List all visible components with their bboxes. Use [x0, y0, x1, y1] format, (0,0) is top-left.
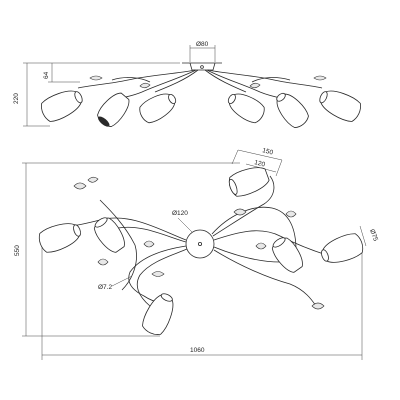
- side-shade: [41, 90, 83, 122]
- top-arm: [213, 230, 331, 257]
- top-leaf: [151, 271, 165, 277]
- top-leaf: [255, 242, 267, 250]
- side-shade: [139, 93, 177, 124]
- top-arm: [213, 249, 317, 307]
- top-shade-diameter-label: Ø75: [368, 228, 379, 242]
- shade-diameter-dim-line: [359, 225, 367, 247]
- top-leaf: [73, 182, 87, 190]
- side-shade: [319, 90, 361, 122]
- shade-length-ext-right: [275, 159, 283, 177]
- top-arm: [99, 199, 137, 291]
- top-shade: [93, 217, 125, 253]
- top-leaf: [233, 208, 247, 216]
- top-shade-length-label: 150: [262, 147, 275, 157]
- side-canopy-diameter-label: Ø80: [196, 41, 209, 48]
- top-leaf: [87, 176, 99, 183]
- side-arm-left-1: [77, 69, 196, 89]
- top-height-label: 550: [14, 245, 21, 256]
- side-leaf: [89, 75, 103, 81]
- side-arm-left-3: [154, 69, 199, 93]
- side-shade: [276, 92, 309, 128]
- top-leaf: [97, 258, 109, 266]
- top-shade-inner-label: 120: [254, 159, 267, 169]
- side-arm-tendril-left: [111, 77, 151, 83]
- top-arm: [136, 248, 188, 307]
- side-canopy-height-label: 64: [43, 71, 50, 79]
- top-shade: [38, 223, 81, 253]
- shade-inner-dim-line: [245, 163, 277, 173]
- side-arm-right-2: [206, 69, 291, 101]
- top-canopy-center: [197, 241, 202, 246]
- top-shade: [321, 233, 364, 263]
- side-leaf: [313, 75, 327, 81]
- top-view: 550 1060 Ø120 Ø7.2: [14, 147, 379, 360]
- side-arm-right-3: [204, 69, 247, 93]
- top-arm: [69, 217, 187, 241]
- top-arm-diameter-label: Ø7.2: [98, 284, 112, 291]
- side-shade: [97, 92, 130, 127]
- top-arm: [211, 206, 297, 251]
- top-leaf: [285, 210, 297, 218]
- top-arm: [117, 226, 187, 243]
- shade-length-ext-left: [231, 149, 239, 165]
- side-shade: [227, 93, 265, 124]
- top-shade: [142, 293, 174, 335]
- side-view: Ø80: [13, 41, 361, 128]
- top-leaf: [311, 302, 325, 310]
- side-height-label: 220: [13, 93, 20, 104]
- side-arm-right-1: [207, 69, 323, 89]
- top-shade: [271, 237, 303, 273]
- side-leaf: [249, 82, 261, 89]
- top-canopy: [185, 229, 215, 259]
- side-arm-tendril-right: [251, 77, 291, 83]
- top-shade: [228, 167, 270, 197]
- arm-leader: [111, 275, 133, 287]
- top-leaf: [143, 240, 155, 248]
- top-canopy-diameter-label: Ø120: [172, 210, 188, 217]
- top-arm: [212, 175, 275, 237]
- canopy-screw: [200, 65, 204, 69]
- side-canopy: [189, 62, 216, 71]
- shade-length-dim-line: [237, 149, 283, 161]
- canopy-leader: [177, 217, 193, 233]
- side-leaf: [139, 82, 151, 89]
- top-width-label: 1060: [190, 347, 205, 354]
- top-arm: [128, 245, 187, 303]
